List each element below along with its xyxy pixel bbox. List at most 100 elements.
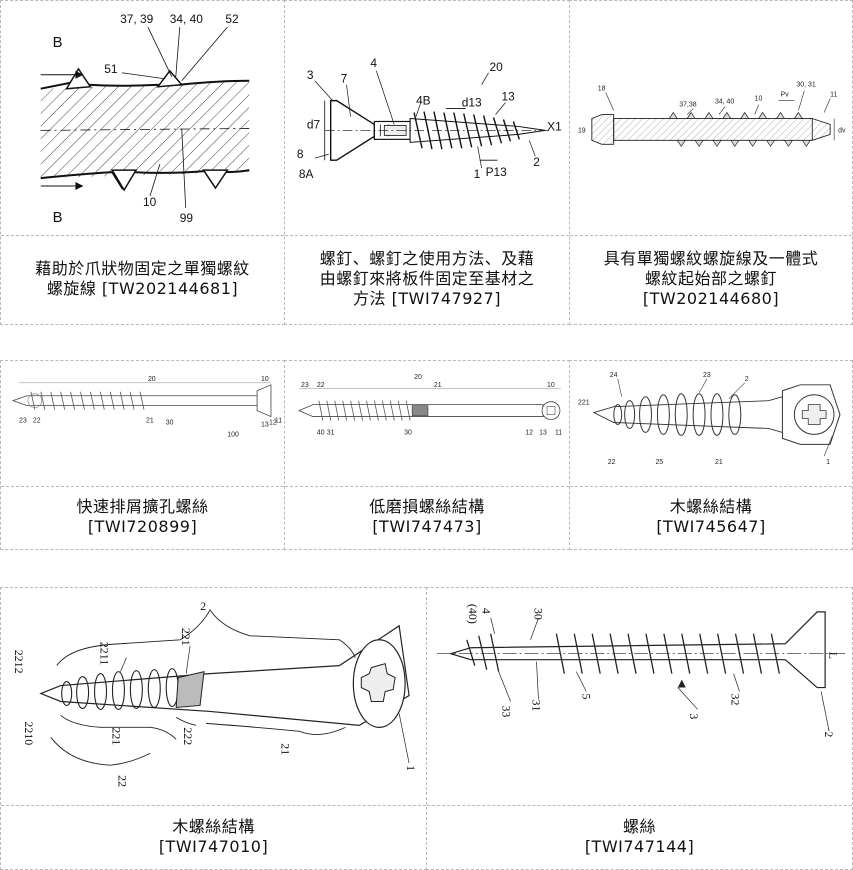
label-2210: 2210 <box>22 721 36 745</box>
screw-diagram: 4 (40) 30 33 31 5 3 32 L 2 <box>427 588 852 805</box>
label-221: 221 <box>578 400 590 407</box>
label-37-38: 37,38 <box>679 102 697 109</box>
patent-caption-6: 木螺絲結構 [TWI745647] <box>570 485 852 549</box>
label-221-top: 221 <box>179 628 193 646</box>
screw-cross-section-diagram: B B 51 37, 39 34, 40 52 10 99 <box>1 1 284 235</box>
label-12: 12 <box>525 429 533 436</box>
label-pv: Pv <box>781 92 790 99</box>
patent-caption-4: 快速排屑擴孔螺絲 [TWI720899] <box>1 485 284 549</box>
label-21: 21 <box>715 459 723 466</box>
label-2211: 2211 <box>98 642 112 665</box>
label-30: 30 <box>404 429 412 436</box>
label-33: 33 <box>500 705 514 717</box>
caption-line: 低磨損螺絲結構 <box>369 497 485 517</box>
label-8a: 8A <box>299 167 314 181</box>
caption-line: 具有單獨螺紋螺旋線及一體式 <box>604 249 819 269</box>
label-10: 10 <box>547 382 555 389</box>
label-12: 12 <box>269 419 277 426</box>
patent-drawing-2: 3 7 4 4B 20 d13 13 d7 8 8A X1 2 1 P13 <box>285 1 569 236</box>
label-1: 1 <box>474 167 481 181</box>
label-7: 7 <box>341 72 348 86</box>
patent-drawing-6: 24 23 2 221 22 25 21 1 <box>570 361 852 487</box>
label-13: 13 <box>501 90 515 104</box>
label-30: 30 <box>531 608 545 620</box>
caption-line: [TWI720899] <box>88 517 197 537</box>
label-22: 22 <box>33 418 41 425</box>
label-2: 2 <box>745 376 749 383</box>
caption-line: 方法 [TWI747927] <box>353 289 501 309</box>
label-37-39: 37, 39 <box>120 12 153 26</box>
label-25: 25 <box>655 459 663 466</box>
label-21: 21 <box>434 382 442 389</box>
label-22: 22 <box>317 382 325 389</box>
caption-line: 螺旋線 [TW202144681] <box>47 279 238 299</box>
label-d13: d13 <box>462 96 482 110</box>
label-4: 4 <box>370 56 377 70</box>
patent-caption-7: 木螺絲結構 [TWI747010] <box>1 804 426 869</box>
label-21: 21 <box>279 743 293 755</box>
caption-line: 螺紋起始部之螺釘 <box>645 269 777 289</box>
label-2212: 2212 <box>12 650 26 674</box>
label-dv: dv <box>838 127 846 134</box>
label-99: 99 <box>180 211 194 225</box>
patent-caption-5: 低磨損螺絲結構 [TWI747473] <box>285 485 569 549</box>
label-10: 10 <box>143 195 157 209</box>
label-21: 21 <box>146 418 154 425</box>
patent-drawing-8: 4 (40) 30 33 31 5 3 32 L 2 <box>427 588 852 806</box>
patent-drawing-5: 23 22 20 21 10 40 31 30 12 13 11 <box>285 361 569 487</box>
patent-caption-3: 具有單獨螺紋螺旋線及一體式 螺紋起始部之螺釘 [TW202144680] <box>570 234 852 324</box>
label-31: 31 <box>530 699 544 711</box>
caption-line: 藉助於爪狀物固定之單獨螺紋 <box>35 259 250 279</box>
patent-card-8: 4 (40) 30 33 31 5 3 32 L 2 螺絲 [TWI747144… <box>426 587 853 870</box>
caption-line: 由螺釘來將板件固定至基材之 <box>320 269 535 289</box>
label-10: 10 <box>261 376 269 383</box>
label-2: 2 <box>533 155 540 169</box>
patent-drawing-1: B B 51 37, 39 34, 40 52 10 99 <box>1 1 284 236</box>
label-20: 20 <box>490 60 504 74</box>
label-20: 20 <box>414 374 422 381</box>
label-40: 40 <box>317 429 325 436</box>
label-34-40: 34, 40 <box>170 12 203 26</box>
patent-caption-2: 螺釘、螺釘之使用方法、及藉 由螺釘來將板件固定至基材之 方法 [TWI74792… <box>285 234 569 324</box>
label-4: 4 <box>480 608 494 614</box>
label-30: 30 <box>166 419 174 426</box>
label-3: 3 <box>307 68 314 82</box>
label-18: 18 <box>598 86 606 93</box>
low-wear-screw-diagram: 23 22 20 21 10 40 31 30 12 13 11 <box>285 361 569 486</box>
label-x1: X1 <box>547 119 562 133</box>
caption-line: 木螺絲結構 <box>172 817 255 837</box>
label-52: 52 <box>225 12 239 26</box>
caption-line: [TWI747010] <box>159 837 268 857</box>
caption-line: 螺釘、螺釘之使用方法、及藉 <box>320 249 535 269</box>
label-10: 10 <box>755 96 763 103</box>
caption-line: 螺絲 <box>623 817 656 837</box>
label-5: 5 <box>579 694 593 700</box>
label-222: 222 <box>181 727 195 745</box>
patent-card-7: 2 2211 221 2212 2210 221 222 21 22 1 木螺絲… <box>0 587 427 870</box>
label-40: (40) <box>466 604 480 624</box>
label-23: 23 <box>703 372 711 379</box>
patent-card-5: 23 22 20 21 10 40 31 30 12 13 11 低磨損螺絲結構… <box>284 360 570 550</box>
countersunk-screw-diagram: 3 7 4 4B 20 d13 13 d7 8 8A X1 2 1 P13 <box>285 1 569 235</box>
label-31: 31 <box>327 429 335 436</box>
label-p13: P13 <box>486 165 508 179</box>
label-l: L <box>826 652 840 659</box>
wood-screw-diagram-a: 24 23 2 221 22 25 21 1 <box>570 361 852 486</box>
patent-caption-1: 藉助於爪狀物固定之單獨螺紋 螺旋線 [TW202144681] <box>1 234 284 324</box>
label-11: 11 <box>830 92 837 99</box>
wood-screw-diagram-b: 2 2211 221 2212 2210 221 222 21 22 1 <box>1 588 426 805</box>
label-13: 13 <box>261 421 269 428</box>
patent-drawing-3: 18 19 37,38 34, 40 10 Pv 30, 31 11 dv <box>570 1 852 236</box>
label-b-bottom: B <box>53 210 63 226</box>
label-4b: 4B <box>416 94 431 108</box>
caption-line: [TW202144680] <box>643 289 779 309</box>
label-20: 20 <box>148 376 156 383</box>
fast-chip-screw-diagram: 20 10 22 23 21 30 11 12 13 100 <box>1 361 284 486</box>
caption-line: 木螺絲結構 <box>670 497 753 517</box>
patent-caption-8: 螺絲 [TWI747144] <box>427 804 852 869</box>
patent-card-3: 18 19 37,38 34, 40 10 Pv 30, 31 11 dv 具有… <box>569 0 853 325</box>
label-1: 1 <box>826 459 830 466</box>
caption-line: [TWI747473] <box>372 517 481 537</box>
patent-drawing-4: 20 10 22 23 21 30 11 12 13 100 <box>1 361 284 487</box>
label-30-31: 30, 31 <box>796 82 815 89</box>
